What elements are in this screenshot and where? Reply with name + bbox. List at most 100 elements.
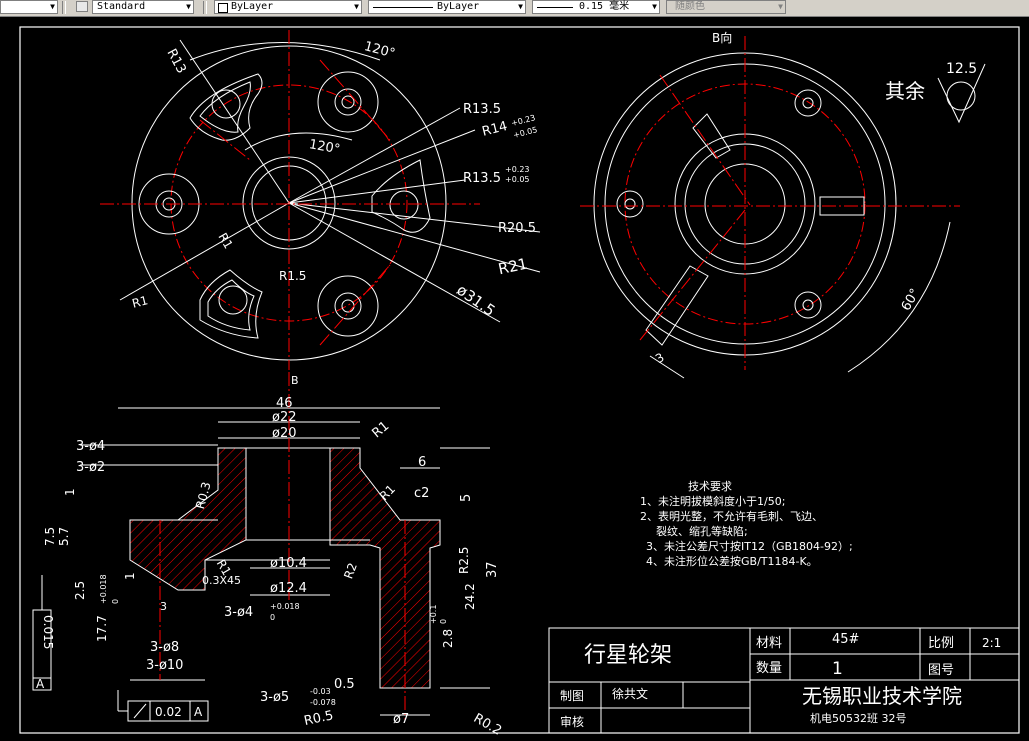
drawn-by: 徐共文 xyxy=(612,686,648,701)
text-style-dropdown[interactable]: ▼ xyxy=(0,0,58,14)
dimension-style-dropdown[interactable]: Standard ▼ xyxy=(92,0,194,14)
window-bottom-left-hole xyxy=(218,285,248,315)
chevron-down-icon: ▼ xyxy=(186,2,191,11)
dim-five-seven: 5.7 xyxy=(57,527,71,546)
runout-datum: A xyxy=(194,705,203,719)
section-hatch-left xyxy=(129,447,247,591)
dim-d7: ø7 xyxy=(393,712,409,727)
material-label: 材料 xyxy=(756,636,782,651)
dim-c2: c2 xyxy=(414,486,429,501)
dim-two-five: 2.5 xyxy=(73,581,87,600)
dim-r0-3: R0.3 xyxy=(193,480,214,510)
lineweight-value: 0.15 毫米 xyxy=(579,1,630,12)
plot-style-value: 随颜色 xyxy=(675,1,705,12)
dim-ra3: 3 xyxy=(160,600,167,613)
window-bottom-left xyxy=(199,269,263,339)
chevron-down-icon: ▼ xyxy=(354,2,359,11)
dim-r13-5b-tol-upper: +0.23 xyxy=(505,165,530,174)
quantity-value: 1 xyxy=(832,659,843,679)
drawn-label: 制图 xyxy=(560,689,584,703)
flatness-datum: A xyxy=(36,677,45,691)
dim-zero-five: 0.5 xyxy=(334,677,355,692)
dim-three-d10: 3-ø10 xyxy=(146,658,183,673)
dim-one: 1 xyxy=(63,488,77,496)
dim-h17-7-tol-upper: +0.018 xyxy=(99,574,108,604)
title-block-text: 行星轮架 材料 45# 比例 2:1 数量 1 图号 制图 徐共文 审核 无锡职… xyxy=(560,632,1001,729)
dim-r1-b: R1 xyxy=(131,293,150,310)
dim-three-d4-tol-lower: 0 xyxy=(270,613,275,622)
school-name: 无锡职业技术学院 xyxy=(802,684,962,708)
checked-label: 审核 xyxy=(560,714,584,729)
dim-d10-4: ø10.4 xyxy=(270,556,307,571)
notes-line-4: 3、未注公差尺寸按IT12（GB1804-92）; xyxy=(646,539,853,553)
lineweight-dropdown[interactable]: 0.15 毫米 ▼ xyxy=(532,0,660,14)
dim-angle-mid: 120° xyxy=(308,137,341,157)
runout-value: 0.02 xyxy=(155,705,182,719)
toolbar-separator xyxy=(62,1,66,14)
dim-h2-8-tol-lower: 0 xyxy=(439,619,448,624)
dim-angle-top: 120° xyxy=(362,39,396,62)
front-view xyxy=(119,39,541,361)
color-dropdown[interactable]: ByLayer ▼ xyxy=(214,0,362,14)
dim-three-d4-tol: 3-ø4 xyxy=(224,605,253,620)
properties-toolbar: ▼ Standard ▼ ByLayer ▼ ByLayer ▼ 0.15 毫米… xyxy=(0,0,1029,17)
notes-line-2: 2、表明光整，不允许有毛刺、飞边、 xyxy=(640,509,823,523)
dim-r13-5: R13.5 xyxy=(463,102,501,117)
window-bottom-left-inner xyxy=(207,279,255,331)
window-top-left-hole xyxy=(211,89,241,119)
boss-bottom-right xyxy=(317,275,379,337)
scale-value: 2:1 xyxy=(982,636,1001,650)
window-right-hole xyxy=(389,190,419,220)
chevron-down-icon: ▼ xyxy=(50,2,55,11)
dim-h17-7-tol-lower: 0 xyxy=(111,599,120,604)
view-b-marker: B xyxy=(291,374,299,387)
other-surfaces-label: 其余 xyxy=(885,79,925,103)
dim-d12-4: ø12.4 xyxy=(270,581,307,596)
drawing-border xyxy=(19,26,1020,734)
material-value: 45# xyxy=(832,632,859,647)
window-right xyxy=(371,159,431,233)
dim-w46: 46 xyxy=(276,396,293,411)
dim-three-d2: 3-ø2 xyxy=(76,460,105,475)
dim-dia31-5: ø31.5 xyxy=(453,281,498,320)
dim-angle-60: 60° xyxy=(899,286,924,313)
plot-style-dropdown[interactable]: 随颜色 ▼ xyxy=(666,0,786,14)
linetype-dropdown[interactable]: ByLayer ▼ xyxy=(368,0,526,14)
dim-r2-5: R2.5 xyxy=(457,547,471,574)
section-view xyxy=(80,372,490,720)
dim-three-d5-tol-upper: -0.03 xyxy=(310,687,331,696)
dim-five: 5 xyxy=(459,494,474,502)
flatness-value: 0.015 xyxy=(41,615,55,649)
notes-title: 技术要求 xyxy=(688,480,732,493)
dim-three-d5-tol-lower: -0.078 xyxy=(310,698,336,707)
roughness-symbol xyxy=(937,63,986,124)
dim-h2-8: 2.8 xyxy=(441,629,455,648)
dim-three-d8: 3-ø8 xyxy=(150,640,179,655)
dim-r1-5: R1.5 xyxy=(279,269,306,283)
boss-top-right-hole xyxy=(334,88,362,116)
quantity-label: 数量 xyxy=(756,661,782,676)
dim-r14-tol-lower: +0.05 xyxy=(512,125,538,140)
toolbar-separator xyxy=(203,1,207,14)
bview-centerlines xyxy=(580,36,960,370)
dim-r2: R2 xyxy=(341,561,360,581)
chevron-down-icon: ▼ xyxy=(778,2,783,11)
boss-top-right-pin xyxy=(341,95,355,109)
front-centerlines xyxy=(100,30,480,370)
dim-h2-8-tol: +0.1 xyxy=(429,605,438,624)
dim-r13: R13 xyxy=(163,47,188,77)
title-block xyxy=(548,627,1020,734)
boss-bottom-right-hole xyxy=(334,292,362,320)
dim-one-b: 1 xyxy=(123,572,137,580)
dim-h17-7: 17.7 xyxy=(95,615,109,642)
dimension-style-icon[interactable] xyxy=(76,1,88,12)
dim-h24-2: 24.2 xyxy=(463,583,477,610)
dim-three-d4-tol-upper: +0.018 xyxy=(270,602,300,611)
view-b-title: B向 xyxy=(712,30,732,45)
boss-bottom-right-pin xyxy=(341,299,355,313)
dimension-style-value: Standard xyxy=(97,1,146,12)
chevron-down-icon: ▼ xyxy=(652,2,657,11)
drawing-no-label: 图号 xyxy=(928,663,954,678)
dim-r13-5b: R13.5 xyxy=(463,171,501,186)
drawing-canvas[interactable]: R13 120° 120° R13.5 R14 +0.23 +0.05 R13.… xyxy=(0,17,1029,741)
